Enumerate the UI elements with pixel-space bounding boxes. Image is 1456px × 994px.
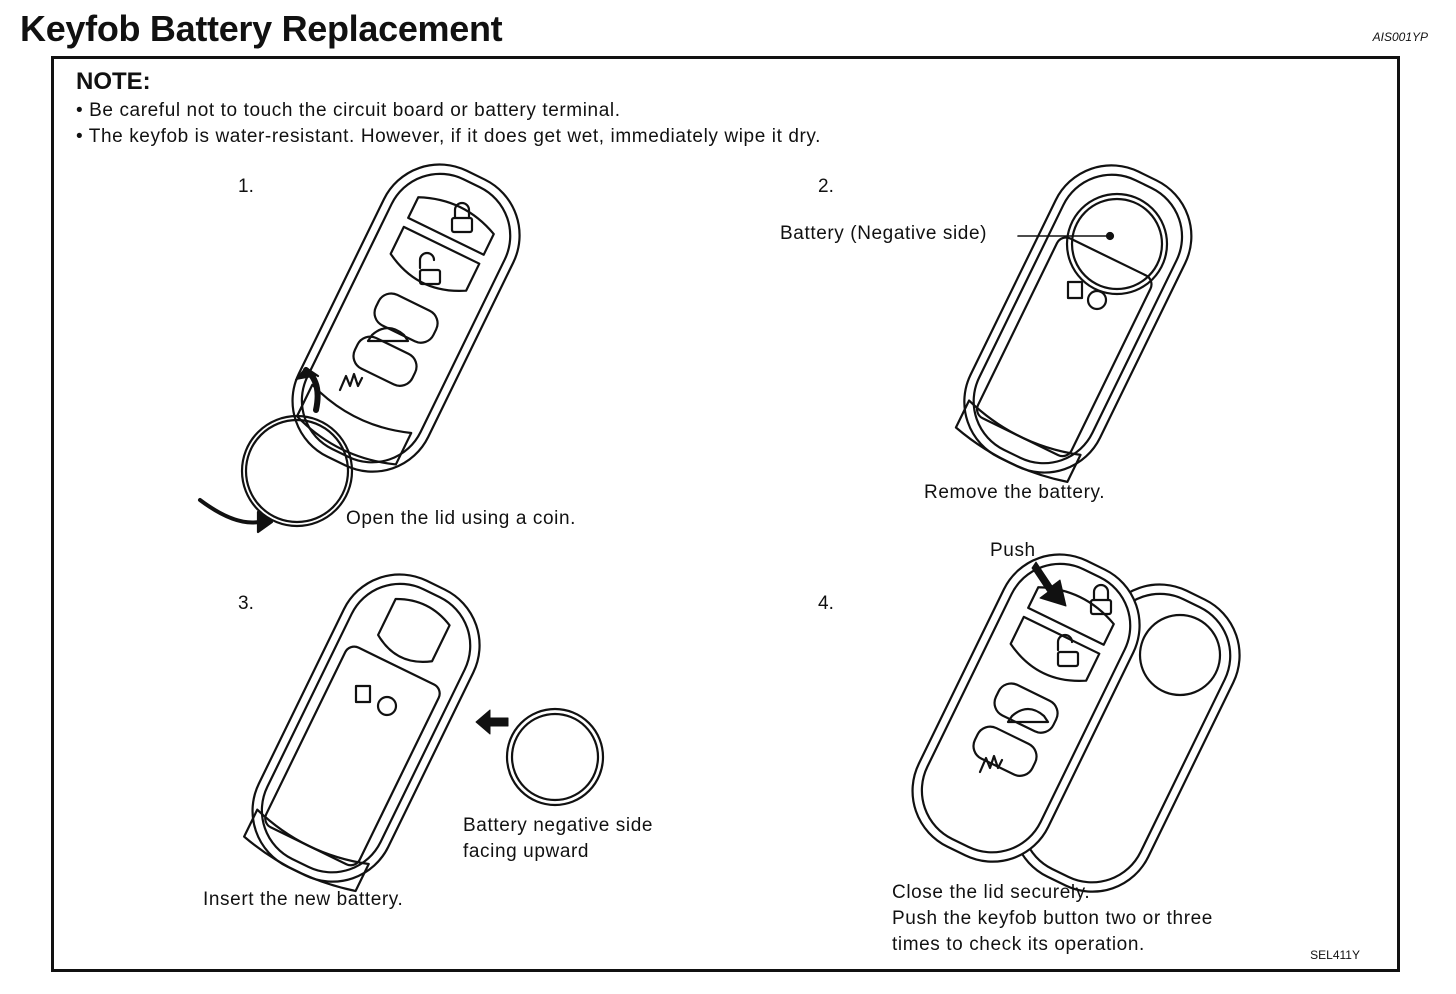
lock-icon — [1092, 583, 1110, 602]
page-title: Keyfob Battery Replacement — [20, 8, 503, 49]
step-caption: Push the keyfob button two or three — [892, 908, 1213, 929]
battery-callout: Battery (Negative side) — [780, 223, 988, 244]
step2-keyfob-illustration — [954, 164, 1193, 483]
document-code: AIS001YP — [1372, 30, 1428, 44]
figure-reference: SEL411Y — [1310, 948, 1360, 962]
step-number: 1. — [238, 176, 254, 197]
step-number: 2. — [818, 176, 834, 197]
battery-callout: facing upward — [463, 841, 590, 862]
step-caption: Insert the new battery. — [203, 889, 404, 910]
step-caption: Remove the battery. — [924, 482, 1106, 503]
trunk-icon — [366, 326, 410, 343]
note-heading: NOTE: — [76, 68, 151, 95]
push-callout: Push — [990, 540, 1036, 561]
battery-callout: Battery negative side — [463, 815, 654, 836]
lock-icon — [453, 201, 471, 220]
battery — [1065, 192, 1169, 296]
step-caption: Close the lid securely. — [892, 882, 1091, 903]
step3-keyfob-illustration — [243, 573, 605, 893]
step1-keyfob-illustration — [198, 163, 521, 534]
step-caption: Open the lid using a coin. — [346, 508, 577, 529]
step-caption: times to check its operation. — [892, 934, 1145, 955]
unlock-icon — [418, 251, 436, 270]
coin — [240, 414, 354, 528]
insert-arrow-icon — [475, 709, 509, 735]
instruction-frame — [51, 56, 1400, 972]
note-item: • The keyfob is water-resistant. However… — [76, 126, 821, 147]
step4-keyfob-illustration — [911, 553, 1241, 893]
trunk-icon — [1006, 707, 1050, 724]
note-item: • Be careful not to touch the circuit bo… — [76, 100, 621, 121]
panic-icon — [338, 372, 364, 392]
step-number: 3. — [238, 593, 254, 614]
step-number: 4. — [818, 593, 834, 614]
unlock-icon — [1056, 633, 1074, 652]
new-battery — [505, 707, 605, 807]
push-arrow-icon — [1031, 561, 1067, 607]
panic-icon — [978, 754, 1004, 774]
